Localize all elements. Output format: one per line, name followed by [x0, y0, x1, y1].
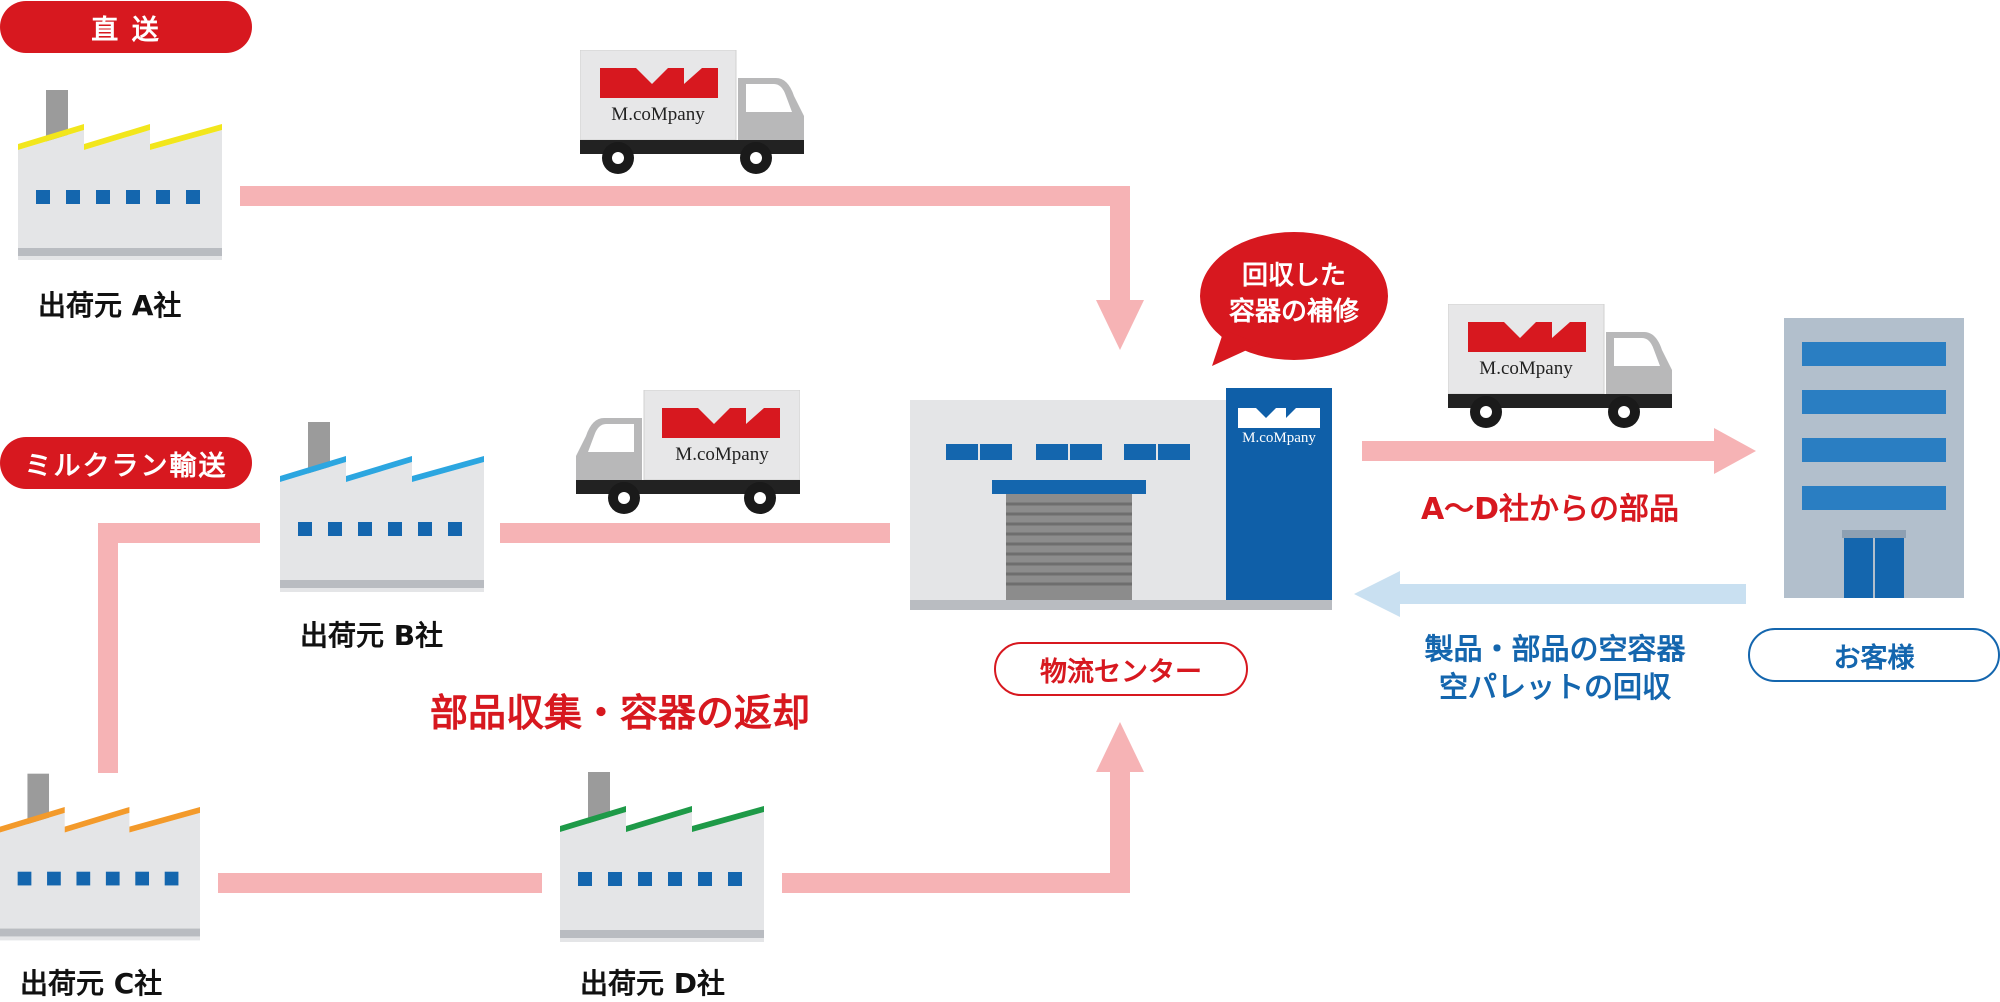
- factory-a-label: 出荷元 A社: [38, 289, 182, 322]
- warehouse-brand: M.coMpany: [1242, 430, 1316, 446]
- milkrun-tag: ミルクラン輸送: [0, 437, 252, 489]
- factory-c-label: 出荷元 C社: [20, 967, 163, 1000]
- repair-bubble-text: 回収した 容器の補修: [1200, 258, 1388, 330]
- truck-middle: M.coMpany: [574, 390, 800, 518]
- truck-top-brand: M.coMpany: [611, 104, 705, 125]
- factory-d-icon: [560, 772, 764, 942]
- collection-label: 部品収集・容器の返却: [429, 691, 810, 735]
- return-label-line1: 製品・部品の空容器: [1424, 632, 1686, 666]
- repair-bubble-line2: 容器の補修: [1228, 297, 1359, 327]
- customer-building-icon: [1784, 318, 1964, 598]
- flow-a-to-center: [240, 186, 1130, 305]
- direct-delivery-tag: 直 送: [0, 1, 252, 53]
- truck-middle-brand: M.coMpany: [675, 444, 769, 465]
- factory-c-icon: [0, 773, 200, 941]
- factory-b-icon: [280, 422, 484, 592]
- factory-d-label: 出荷元 D社: [580, 967, 725, 1000]
- return-label: 製品・部品の空容器 空パレットの回収: [1380, 630, 1730, 706]
- truck-top: M.coMpany: [580, 50, 806, 178]
- truck-right: M.coMpany: [1448, 304, 1674, 432]
- center-label: 物流センター: [994, 642, 1248, 696]
- return-label-line2: 空パレットの回収: [1438, 670, 1671, 704]
- flow-d-arrowhead: [1096, 722, 1144, 772]
- flow-a-arrowhead: [1096, 300, 1144, 350]
- flow-loop-b-c: [98, 523, 260, 773]
- factory-b-label: 出荷元 B社: [300, 619, 444, 652]
- parts-from-label: A〜D社からの部品: [1420, 492, 1680, 527]
- distribution-center: M.coMpany: [910, 388, 1332, 612]
- flow-return-arrowhead: [1354, 571, 1400, 617]
- repair-bubble-shape: [1200, 232, 1388, 366]
- flow-d-to-center: [782, 770, 1130, 893]
- repair-bubble-line1: 回収した: [1241, 261, 1346, 291]
- flow-customer-arrowhead: [1714, 428, 1756, 474]
- truck-right-brand: M.coMpany: [1479, 358, 1573, 379]
- factory-a-icon: [18, 90, 222, 260]
- customer-label: お客様: [1748, 628, 2000, 682]
